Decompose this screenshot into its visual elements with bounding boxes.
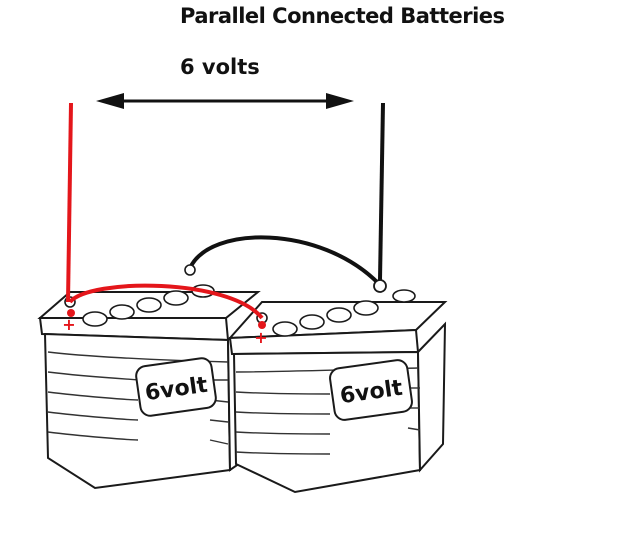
battery-left-label-plate (135, 357, 217, 417)
battery-left-negative-terminal (184, 264, 196, 276)
positive-jumper-wire (68, 283, 264, 320)
negative-jumper-wire (188, 235, 380, 285)
battery-left-plus-symbol: + (62, 315, 75, 334)
voltage-double-arrow-icon (96, 93, 354, 109)
battery-right-label-plate (329, 359, 413, 421)
battery-right-cell-caps (272, 289, 416, 337)
positive-lead-wire (66, 102, 73, 303)
diagram-title: Parallel Connected Batteries (180, 4, 505, 28)
negative-lead-wire (378, 102, 385, 281)
battery-right-negative-terminal (373, 279, 387, 293)
battery-right-plus-symbol: + (254, 328, 267, 347)
battery-right: 6volt + (227, 279, 448, 494)
voltage-label: 6 volts (180, 55, 260, 79)
